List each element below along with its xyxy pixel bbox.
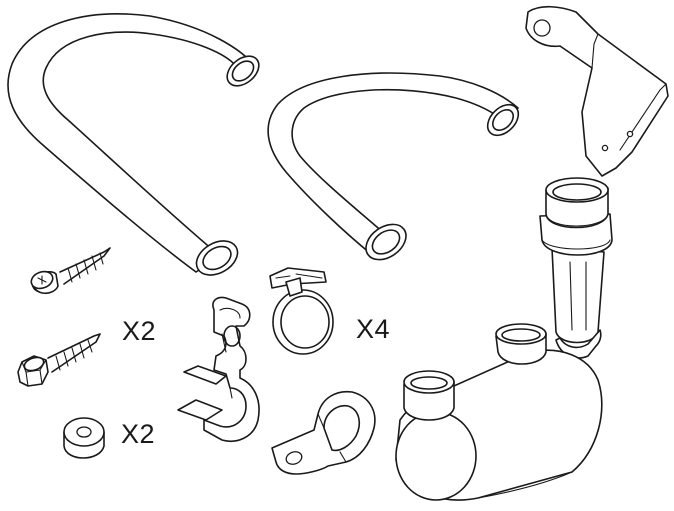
hex-screw-quantity-label: X2: [122, 316, 157, 346]
u-hose-small: [267, 72, 520, 261]
washer-quantity-label: X2: [121, 419, 156, 449]
hose-clamp-quantity-label: X4: [356, 314, 391, 344]
hose-clamp: [269, 267, 334, 355]
spacer-washer: [63, 417, 105, 459]
self-tapping-screw-short: [30, 247, 111, 295]
filter-canister-assembly: [395, 177, 613, 501]
u-hose-large: [7, 13, 260, 276]
double-pipe-clip: [177, 296, 260, 442]
hex-screw: [17, 333, 101, 387]
p-clip: [271, 390, 376, 475]
mounting-bracket: [525, 5, 669, 177]
